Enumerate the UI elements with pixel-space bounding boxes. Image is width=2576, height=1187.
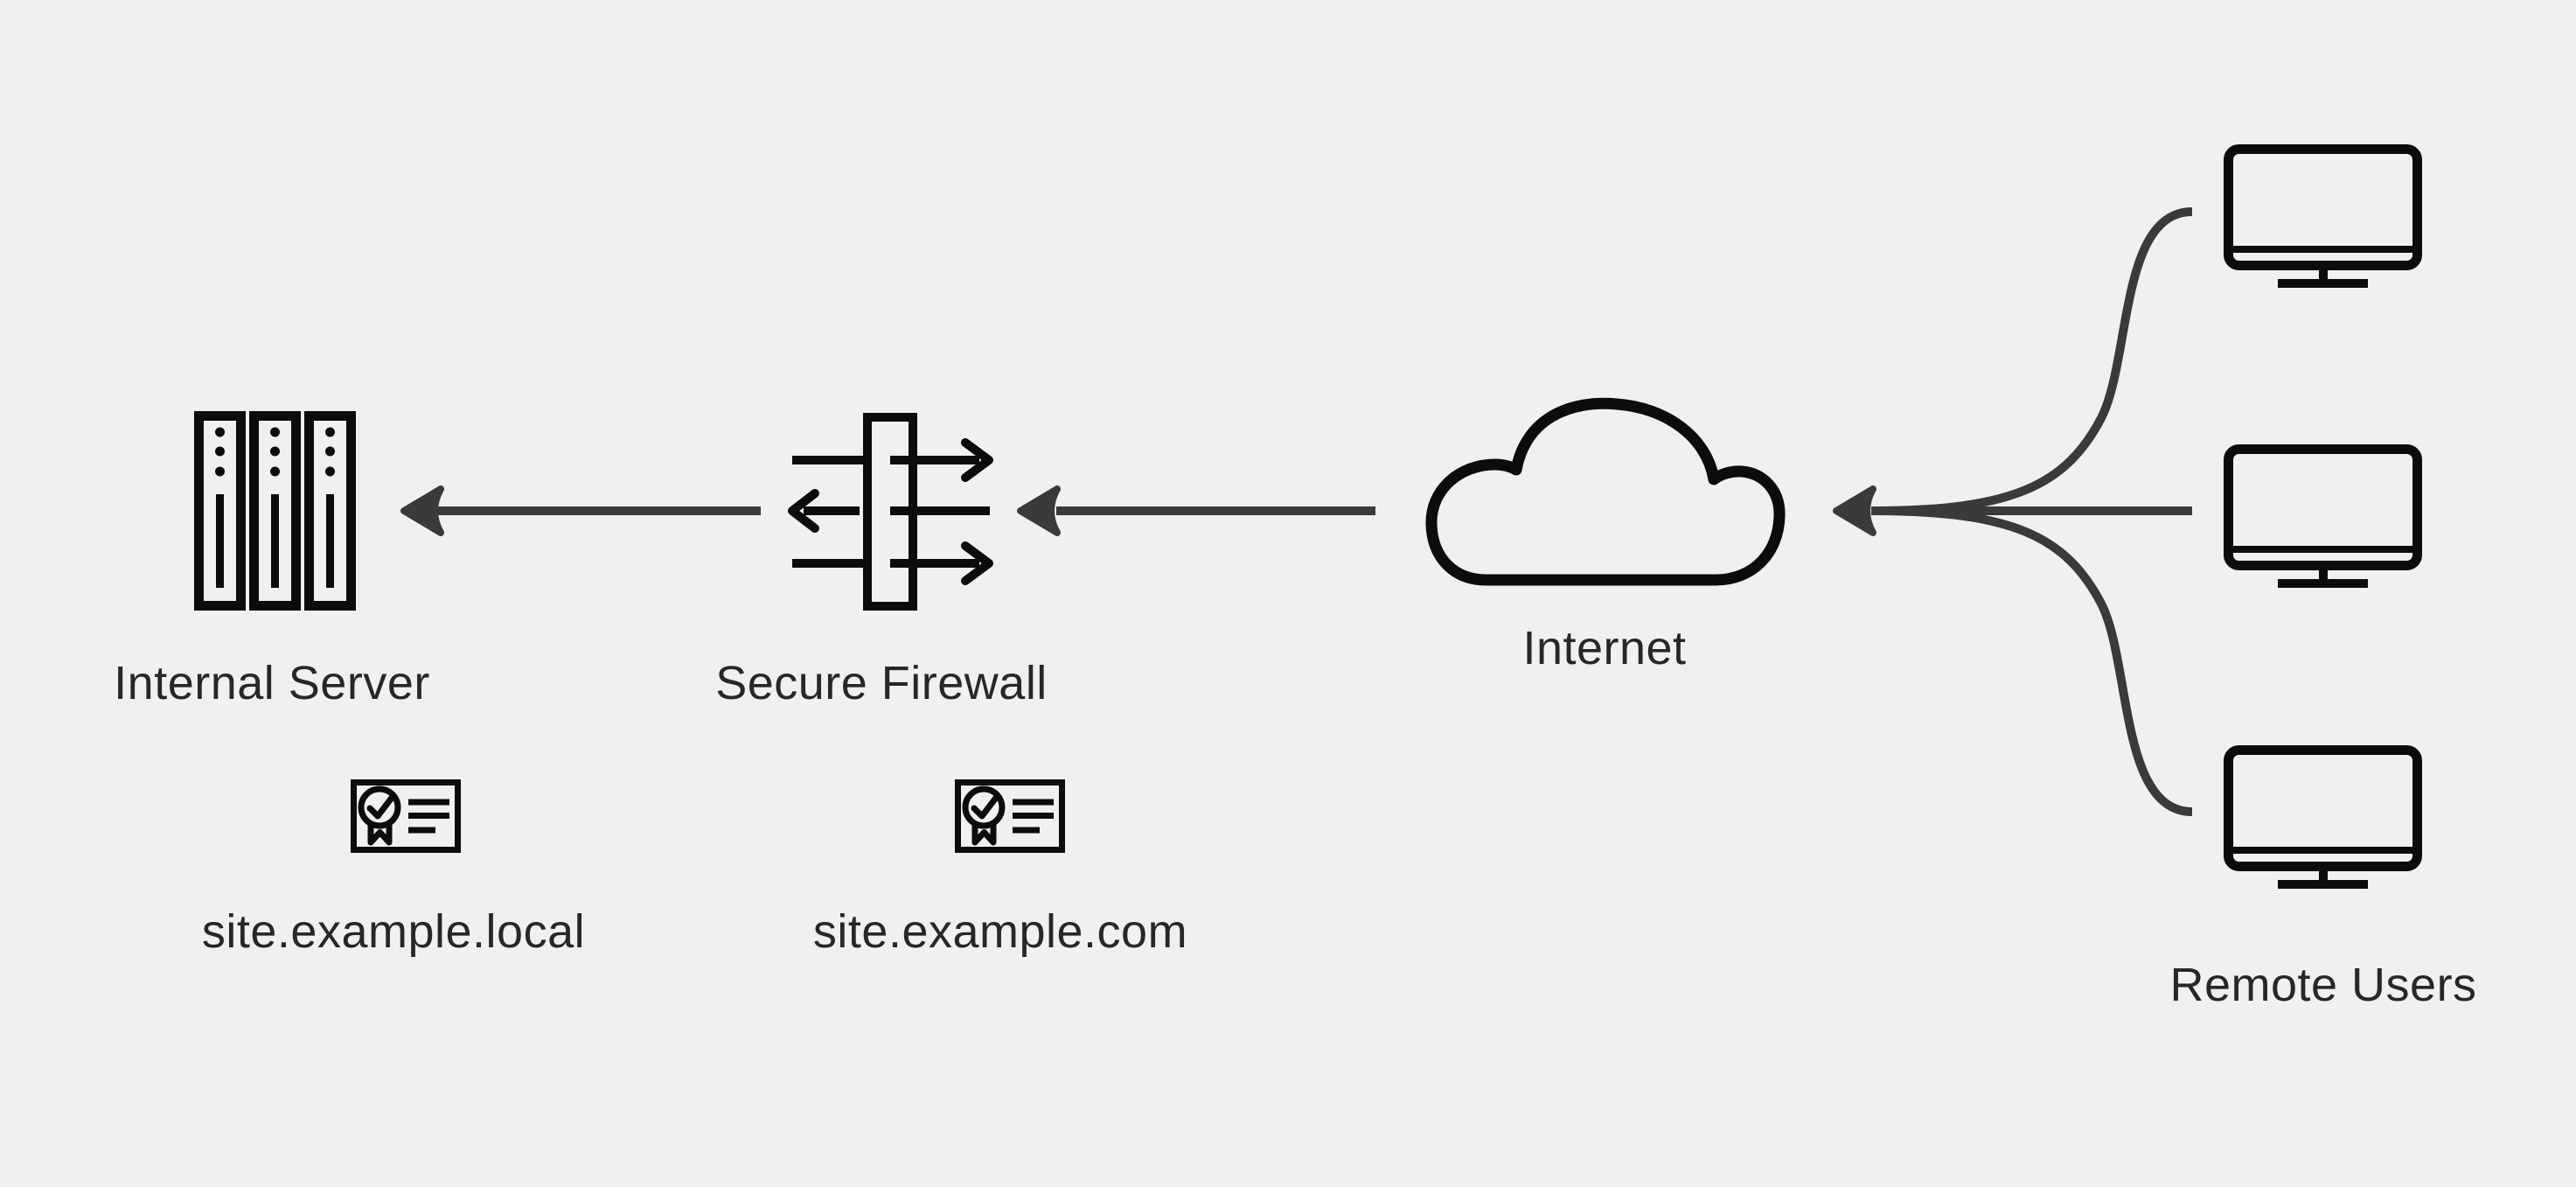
- left-arrowhead-icon: [1833, 485, 1876, 536]
- monitor-icon: [2224, 444, 2422, 588]
- monitor-icon: [2224, 144, 2422, 288]
- internal-server-label: Internal Server: [114, 657, 430, 709]
- server-rack-icon: [194, 411, 356, 611]
- secure-firewall-label: Secure Firewall: [715, 657, 1048, 709]
- internal-server-domain-label: site.example.local: [201, 905, 586, 958]
- flow-arrow-firewall-to-server: [400, 485, 761, 536]
- left-arrowhead-icon: [400, 485, 444, 536]
- left-arrowhead-icon: [1017, 485, 1061, 536]
- certificate-icon: [955, 779, 1065, 853]
- certificate-icon: [351, 779, 461, 853]
- remote-users-label: Remote Users: [2169, 959, 2477, 1011]
- firewall-icon: [788, 413, 993, 611]
- cloud-icon: [1425, 397, 1786, 586]
- monitor-icon: [2224, 745, 2422, 889]
- secure-firewall-domain-label: site.example.com: [812, 905, 1188, 958]
- internet-label: Internet: [1522, 622, 1687, 674]
- flow-arrow-users-to-internet: [1833, 207, 2193, 816]
- flow-arrow-internet-to-firewall: [1017, 485, 1375, 536]
